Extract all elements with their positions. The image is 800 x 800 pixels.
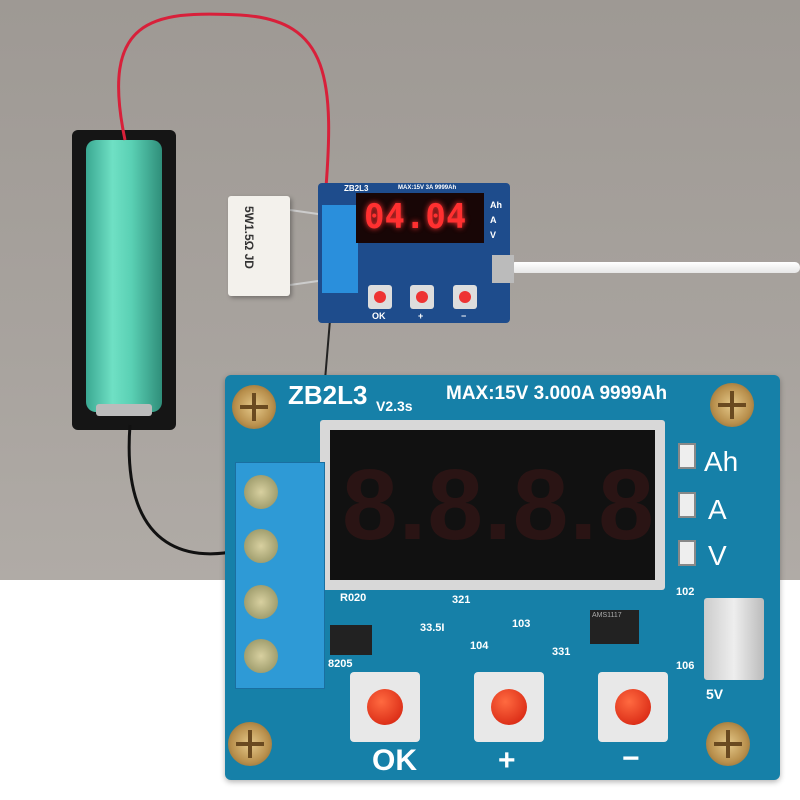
label-321: 321 xyxy=(452,594,471,606)
board-rating: MAX:15V 3.000A 9999Ah xyxy=(446,383,668,404)
battery-terminal xyxy=(96,404,152,416)
screw-icon xyxy=(228,722,272,766)
minus-label: − xyxy=(622,742,640,775)
led-v xyxy=(678,540,696,566)
display-digits: 8.8.8.8 xyxy=(342,449,655,561)
unit-a: A xyxy=(708,494,727,525)
screw-icon xyxy=(706,722,750,766)
label-106: 106 xyxy=(676,660,695,672)
small-minus-button[interactable] xyxy=(453,285,477,309)
mosfet-chip xyxy=(330,625,372,655)
resistor-marking: 5W1.5Ω JD xyxy=(242,206,256,269)
terminal-screw-icon xyxy=(244,475,278,509)
small-ok-button[interactable] xyxy=(368,285,392,309)
small-minus-label: − xyxy=(461,311,467,321)
small-ok-label: OK xyxy=(372,311,386,321)
small-plus-button[interactable] xyxy=(410,285,434,309)
label-331: 331 xyxy=(552,646,571,658)
label-102: 102 xyxy=(676,586,695,598)
board-model: ZB2L3 xyxy=(288,380,368,410)
battery-cell xyxy=(86,140,162,412)
plus-label: + xyxy=(498,744,516,777)
red-wire xyxy=(117,12,331,201)
small-terminal-block xyxy=(322,205,358,293)
label-r020: R020 xyxy=(340,592,367,604)
small-rating: MAX:15V 3A 9999Ah xyxy=(398,185,457,191)
plus-button[interactable] xyxy=(474,672,544,742)
usb-label: 5V xyxy=(706,686,724,702)
label-104: 104 xyxy=(470,640,489,652)
terminal-screw-icon xyxy=(244,529,278,563)
board-version: V2.3s xyxy=(376,398,413,414)
usb-cable xyxy=(510,262,800,273)
small-plus-label: + xyxy=(418,311,424,321)
minus-button[interactable] xyxy=(598,672,668,742)
regulator-chip: AMS1117 xyxy=(590,610,639,644)
small-display: 04.04 xyxy=(356,193,484,243)
screw-icon xyxy=(710,383,754,427)
small-unit-a: A xyxy=(490,215,497,225)
terminal-block xyxy=(235,462,325,689)
ok-button[interactable] xyxy=(350,672,420,742)
small-usb-port xyxy=(492,255,514,283)
terminal-screw-icon xyxy=(244,639,278,673)
label-103: 103 xyxy=(512,618,531,630)
label-8205: 8205 xyxy=(328,658,353,670)
screw-icon xyxy=(232,385,276,429)
small-model: ZB2L3 xyxy=(344,184,369,193)
small-unit-v: V xyxy=(490,230,497,240)
unit-ah: Ah xyxy=(704,446,739,477)
terminal-screw-icon xyxy=(244,585,278,619)
display-panel xyxy=(330,430,655,580)
unit-v: V xyxy=(708,540,727,571)
black-wire xyxy=(127,424,241,556)
led-a xyxy=(678,492,696,518)
ok-label: OK xyxy=(372,744,417,777)
power-resistor: 5W1.5Ω JD xyxy=(228,196,290,296)
label-335: 33.5I xyxy=(420,622,445,634)
usb-port xyxy=(704,598,764,680)
black-wire-board xyxy=(324,319,331,381)
led-ah xyxy=(678,443,696,469)
small-display-value: 04.04 xyxy=(364,197,467,237)
small-unit-ah: Ah xyxy=(490,200,502,210)
